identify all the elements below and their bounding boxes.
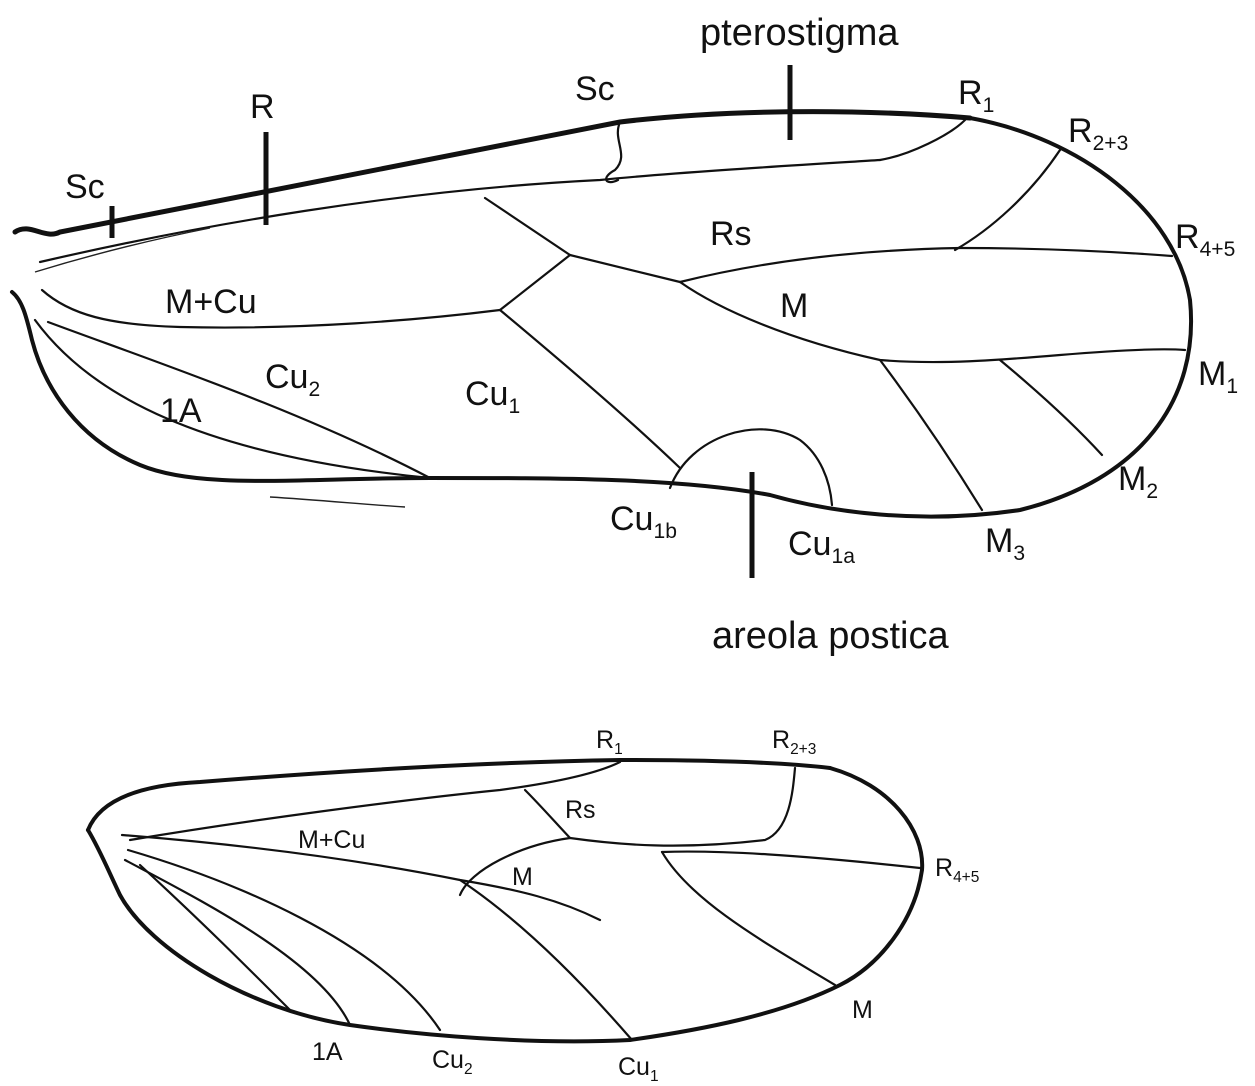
hindwing-cu1-vein bbox=[460, 880, 632, 1040]
forewing-faint-base bbox=[35, 228, 210, 272]
label-cu1b: Cu1b bbox=[610, 500, 677, 543]
hindwing-m-branch bbox=[662, 852, 835, 985]
forewing-r1-vein bbox=[880, 120, 965, 160]
hindwing: R1 R2+3 Rs M+Cu R4+5 M M 1A Cu2 Cu1 bbox=[88, 726, 979, 1085]
forewing-1a-vein bbox=[35, 320, 430, 478]
forewing-costa bbox=[15, 112, 970, 235]
forewing-sc-end bbox=[606, 122, 621, 182]
label-m1: M1 bbox=[1198, 355, 1238, 398]
hw-label-mcu: M+Cu bbox=[298, 826, 365, 854]
hw-label-r23: R2+3 bbox=[772, 726, 816, 758]
hw-label-cu1: Cu1 bbox=[618, 1053, 659, 1085]
hindwing-rs-cross bbox=[525, 790, 570, 838]
label-areola-postica: areola postica bbox=[712, 615, 949, 657]
forewing-m-branch bbox=[1000, 360, 1102, 455]
label-rs: Rs bbox=[710, 215, 752, 253]
hw-label-rs: Rs bbox=[565, 796, 596, 824]
label-cu1: Cu1 bbox=[465, 375, 520, 418]
hw-label-r45: R4+5 bbox=[935, 854, 979, 886]
forewing-r-stem bbox=[485, 198, 570, 310]
hindwing-margin bbox=[88, 768, 922, 1041]
forewing: pterostigma Sc R Sc R1 R2+3 R4+5 Rs M+Cu… bbox=[12, 12, 1238, 657]
label-m: M bbox=[780, 287, 808, 325]
hw-label-r1: R1 bbox=[596, 726, 623, 758]
forewing-mcu-vein bbox=[42, 290, 500, 328]
hindwing-r1-vein bbox=[130, 762, 620, 840]
label-1a: 1A bbox=[160, 392, 202, 430]
forewing-rs-vein bbox=[680, 248, 1172, 282]
label-pterostigma: pterostigma bbox=[700, 12, 899, 54]
forewing-cu2-vein bbox=[48, 322, 430, 478]
hindwing-anal-vein bbox=[140, 865, 290, 1010]
label-r1: R1 bbox=[958, 74, 994, 117]
hw-label-m-margin: M bbox=[852, 996, 873, 1024]
forewing-r23-vein bbox=[955, 150, 1060, 250]
label-sc-base: Sc bbox=[65, 168, 105, 206]
label-cu1a: Cu1a bbox=[788, 525, 855, 568]
hindwing-rs-vein bbox=[570, 768, 795, 846]
label-m3: M3 bbox=[985, 522, 1025, 565]
forewing-r-cross bbox=[570, 255, 680, 282]
label-r45: R4+5 bbox=[1175, 218, 1235, 261]
forewing-m3-vein bbox=[880, 360, 982, 510]
label-sc: Sc bbox=[575, 70, 615, 108]
label-r23: R2+3 bbox=[1068, 112, 1128, 155]
hindwing-r45-vein bbox=[662, 852, 920, 868]
forewing-m-vein bbox=[680, 282, 1185, 362]
label-m2: M2 bbox=[1118, 460, 1158, 503]
hw-label-cu2: Cu2 bbox=[432, 1046, 473, 1078]
label-r: R bbox=[250, 88, 275, 126]
label-mcu: M+Cu bbox=[165, 283, 257, 321]
forewing-cu1-vein bbox=[500, 310, 680, 468]
label-cu2: Cu2 bbox=[265, 358, 320, 401]
hw-label-m-inner: M bbox=[512, 863, 533, 891]
forewing-faint-anal bbox=[270, 497, 405, 507]
hw-label-1a: 1A bbox=[312, 1038, 343, 1066]
